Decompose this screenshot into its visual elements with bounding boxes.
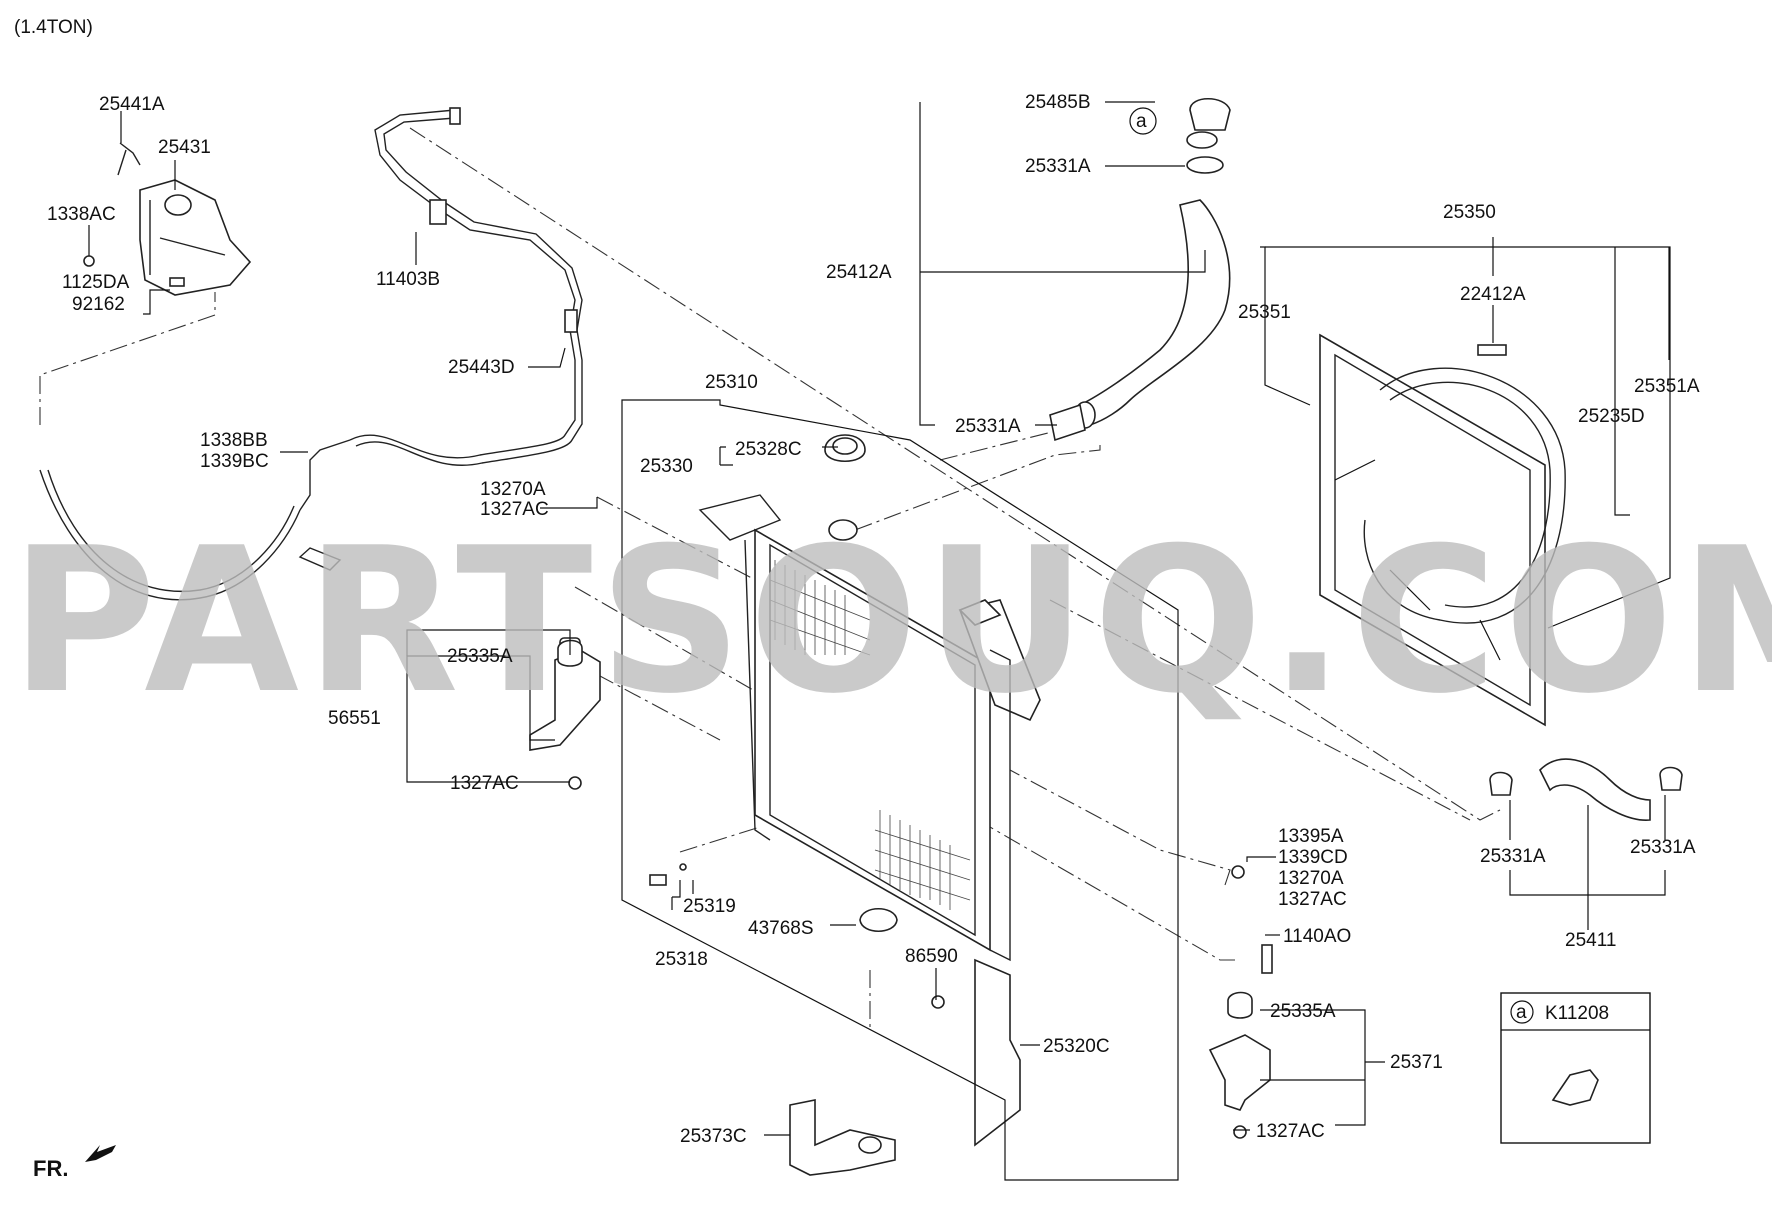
part-labels: 25441A 25431 1338AC 1125DA 92162 11403B … [47, 92, 1700, 1147]
label-86590: 86590 [905, 946, 958, 967]
label-13270a-right: 13270A [1278, 868, 1344, 889]
reference-box-code: K11208 [1545, 1003, 1609, 1024]
label-1125da: 1125DA [62, 272, 130, 293]
label-25320c: 25320C [1043, 1036, 1110, 1057]
label-1327ac-left: 1327AC [450, 773, 519, 794]
label-92162: 92162 [72, 294, 125, 315]
label-1339cd: 1339CD [1278, 847, 1348, 868]
callout-marker-top: a [1129, 107, 1157, 135]
label-25373c: 25373C [680, 1126, 747, 1147]
label-25331a-right-right: 25331A [1630, 837, 1696, 858]
label-25335a-right: 25335A [1270, 1001, 1336, 1022]
front-orientation: FR. [33, 1145, 116, 1181]
label-56551: 56551 [328, 708, 381, 729]
label-25331a-top: 25331A [1025, 156, 1091, 177]
reservoir-tank-drawing [83, 142, 252, 296]
label-1338bb: 1338BB [200, 430, 268, 451]
label-22412a: 22412A [1460, 284, 1526, 305]
label-25328c: 25328C [735, 439, 802, 460]
label-25318: 25318 [655, 949, 708, 970]
label-25431: 25431 [158, 137, 211, 158]
label-25351a: 25351A [1634, 376, 1700, 397]
mount-bracket-right-drawing [1208, 865, 1273, 1139]
vent-hose-drawing [349, 107, 583, 466]
label-25330: 25330 [640, 456, 693, 477]
diagram-title: (1.4TON) [14, 17, 93, 38]
side-seal-drawing [974, 958, 1021, 1147]
lower-bracket-drawing [789, 1099, 896, 1176]
label-25319: 25319 [683, 896, 736, 917]
upper-hose-drawing [1049, 98, 1231, 442]
label-1338ac: 1338AC [47, 204, 116, 225]
label-25350: 25350 [1443, 202, 1496, 223]
callout-marker-top-text: a [1136, 111, 1147, 132]
radiator-fins-bottom [874, 810, 971, 910]
radiator-fins-top [769, 560, 871, 656]
label-1140ao: 1140AO [1283, 926, 1351, 947]
label-25485b: 25485B [1025, 92, 1091, 113]
label-25411: 25411 [1565, 930, 1616, 951]
label-13395a: 13395A [1278, 826, 1344, 847]
label-25412a: 25412A [826, 262, 892, 283]
watermark: PARTSOUQ.COM [10, 505, 1772, 738]
lower-hose-drawing [1489, 758, 1683, 821]
front-label: FR. [33, 1156, 68, 1181]
fan-shroud-drawing [1319, 333, 1566, 727]
reference-box-marker: a [1516, 1002, 1527, 1023]
label-25235d: 25235D [1578, 406, 1645, 427]
label-25335a-left: 25335A [447, 646, 513, 667]
solid-leaders [88, 101, 1671, 1181]
label-11403b: 11403B [376, 269, 440, 290]
front-arrow-icon [85, 1145, 116, 1162]
label-25441a: 25441A [99, 94, 165, 115]
label-25371: 25371 [1390, 1052, 1443, 1073]
label-1339bc: 1339BC [200, 451, 269, 472]
label-1327ac-right: 1327AC [1256, 1121, 1325, 1142]
label-25351: 25351 [1238, 302, 1291, 323]
clip-icon [1551, 1069, 1599, 1106]
label-1327ac-left-top: 1327AC [480, 499, 549, 520]
label-13270a-left: 13270A [480, 479, 546, 500]
label-25331a-right-left: 25331A [1480, 846, 1546, 867]
overflow-hose-drawing [39, 439, 351, 601]
drain-plug-drawing [649, 863, 945, 1009]
reference-box: a K11208 [1500, 992, 1651, 1144]
label-43768s: 43768S [748, 918, 814, 939]
label-1327ac-right-top: 1327AC [1278, 889, 1347, 910]
label-25331a-mid: 25331A [955, 416, 1021, 437]
label-25310: 25310 [705, 372, 758, 393]
label-25443d: 25443D [448, 357, 515, 378]
